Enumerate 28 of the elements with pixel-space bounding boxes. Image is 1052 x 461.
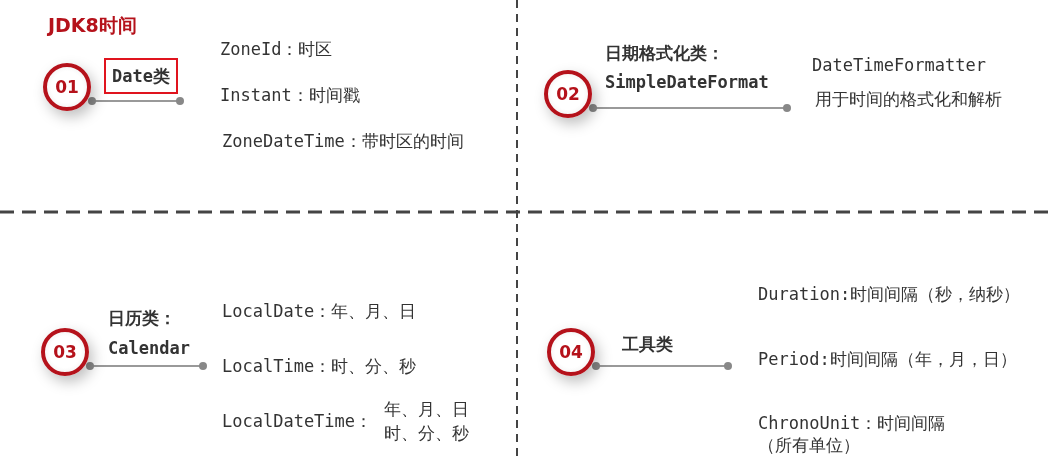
slide-title: JDK8时间 [48,14,137,36]
item-text: Duration:时间间隔（秒，纳秒） [758,283,1021,305]
pointer-line [86,362,207,370]
highlight-box: Date类 [104,58,178,94]
pointer-line [589,104,791,112]
item-text: ZoneDateTime：带时区的时间 [222,130,464,152]
item-text: Period:时间间隔（年，月，日） [758,348,1017,370]
item-text: 年、月、日 [384,398,469,420]
item-text: LocalDate：年、月、日 [222,300,417,322]
item-text: ChronoUnit：时间间隔（所有单位） [758,412,947,456]
item-text: DateTimeFormatter [812,54,986,76]
pointer-line [88,97,184,105]
pointer-line [592,362,732,370]
item-text: Instant：时间戳 [220,84,360,106]
heading-text: 工具类 [622,333,673,355]
item-text: LocalDateTime： [222,410,373,432]
item-text: 时、分、秒 [384,422,469,444]
number-circle: 01 [43,63,91,111]
heading-text: SimpleDateFormat [605,71,769,93]
heading-text: Calendar [108,337,190,359]
number-circle: 03 [41,328,89,376]
number-circle: 02 [544,70,592,118]
item-text: ZoneId：时区 [220,38,333,60]
heading-text: 日期格式化类： [605,42,724,64]
number-circle: 04 [547,328,595,376]
item-text: 用于时间的格式化和解析 [815,88,1002,110]
heading-text: 日历类： [108,307,176,329]
item-text: LocalTime：时、分、秒 [222,355,417,377]
